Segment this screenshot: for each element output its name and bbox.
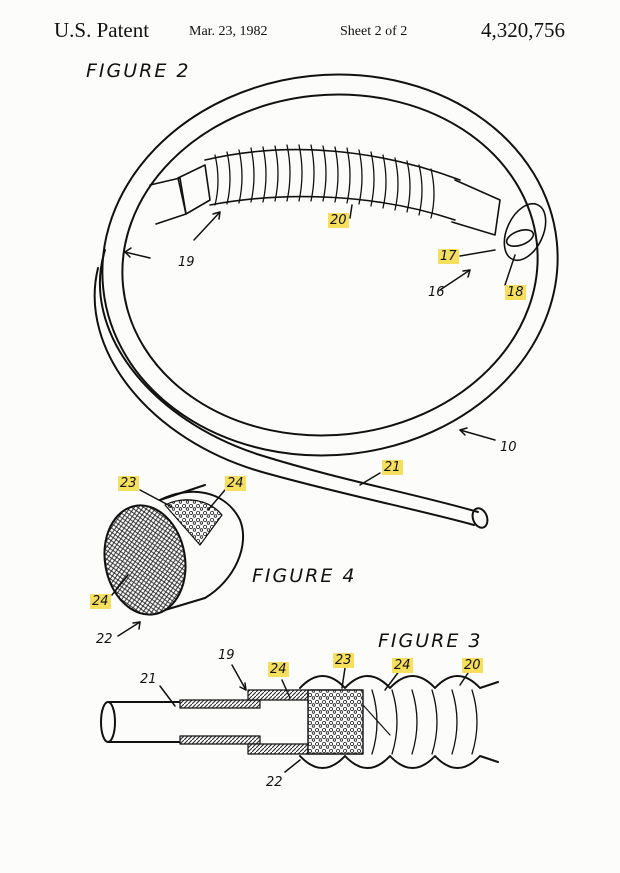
fig2-bellows	[149, 144, 547, 262]
ref-numeral-21: 21	[382, 460, 403, 475]
ref-numeral-16: 16	[428, 285, 445, 300]
patent-header-title: U.S. Patent	[54, 18, 150, 42]
patent-date: Mar. 23, 1982	[189, 24, 268, 39]
ref-numeral-24: 24	[268, 662, 289, 677]
ref-numeral-23: 23	[118, 476, 139, 491]
ref-numeral-19: 19	[178, 255, 195, 270]
sheet-indicator: Sheet 2 of 2	[340, 24, 408, 39]
ref-numeral-22: 22	[266, 775, 283, 790]
fig3-cross-section	[100, 675, 499, 769]
ref-numeral-19: 19	[218, 648, 235, 663]
ref-numeral-24: 24	[392, 658, 413, 673]
ref-numeral-21: 21	[140, 672, 157, 687]
ref-numeral-23: 23	[333, 653, 354, 668]
figure-4-label: FIGURE 4	[252, 565, 357, 587]
figure-3-label: FIGURE 3	[378, 630, 483, 652]
ref-numeral-22: 22	[96, 632, 113, 647]
fig4-filter-cylinder	[103, 484, 245, 616]
ref-numeral-17: 17	[438, 249, 459, 264]
ref-numeral-24: 24	[225, 476, 246, 491]
ref-numeral-20: 20	[462, 658, 483, 673]
reference-leaders	[111, 204, 516, 773]
ref-numeral-18: 18	[505, 285, 526, 300]
ref-numeral-10: 10	[500, 440, 517, 455]
ref-numeral-20: 20	[328, 213, 349, 228]
figure-2-label: FIGURE 2	[86, 60, 191, 82]
ref-numeral-24: 24	[90, 594, 111, 609]
fig2-tube-loop	[93, 73, 559, 529]
patent-number: 4,320,756	[481, 18, 565, 42]
